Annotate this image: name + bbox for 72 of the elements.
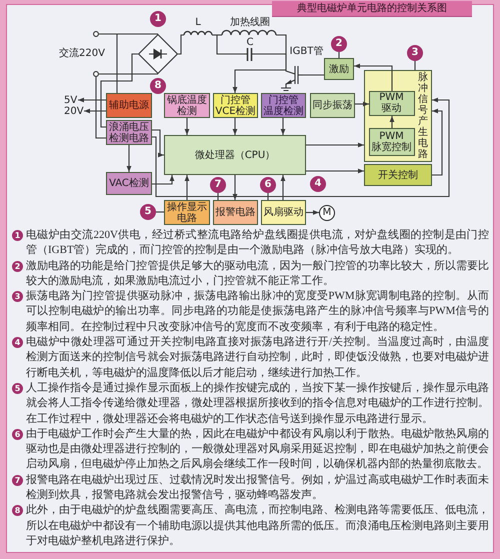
component-label: IGBT管: [289, 46, 324, 57]
arrow: [280, 175, 286, 200]
paragraph: 电磁炉由交流220V供电，经过桥式整流电路给炉盘线圈提供电流，对炉盘线圈的控制是由门控管（IGBT管）完成的，而门控管的控制是由一个激励电路（脉冲信号放大电路）实现的。: [26, 228, 489, 258]
wire: [212, 34, 244, 55]
leader-line: [156, 211, 164, 213]
arrow: [152, 175, 174, 185]
voltage-label: 5V: [64, 95, 78, 106]
arrow: [306, 142, 364, 148]
circuit-group-box: [364, 70, 432, 162]
component-label: L: [194, 17, 202, 28]
circuit-block: 同步振荡: [310, 93, 355, 118]
paragraph: 报警电路在电磁炉出现过压、过载情况时发出报警信号。例如，炉温过高或电磁炉工作时表面未检测到炊具，报警电路就会发出报警信号，驱动蜂鸣器发声。: [26, 472, 489, 504]
circuit-block: 风扇驱动: [261, 200, 306, 225]
wire: [99, 33, 118, 93]
paragraph: 振荡电路为门控管提供驱动脉冲，振荡电路输出脉冲的宽度受PWM脉宽调制电路的控制。从而可以控制电磁炉的输出功率。同步电路的功能是使振荡电路产生的脉冲信号频率与PWM信号的频率相同。在控制过程中只改变脉冲信号的宽度而不改变频率，有利于电路的稳定性。: [26, 289, 489, 335]
circuit-block: 激励: [324, 58, 354, 80]
inductor-symbol: [184, 30, 212, 36]
wire: [255, 53, 287, 60]
circuit-block: 锅底温度检测: [164, 93, 210, 118]
circuit-block: 门控管VCE检测: [213, 93, 258, 118]
wire: [178, 34, 184, 55]
arrow: [184, 175, 190, 200]
circuit-block: 开关控制: [364, 164, 432, 186]
bridge-rectifier-symbol: [138, 34, 178, 74]
arrow: [306, 168, 364, 174]
component-label: 加热线圈: [229, 17, 271, 28]
wire: [303, 74, 324, 76]
paragraph: 人工操作指令是通过操作显示面板上的操作按键完成的，当按下某一操作按键后，操作显示电路就会将人工指令传递给微处理器，微处理器根据所接收到的指令信息对电磁炉的工作进行控制。在工作过程中，微处理器还会将电磁炉的工作状态信号送到操作显示电路进行显示。: [26, 380, 489, 427]
circuit-block: PWM脉宽控制: [368, 128, 414, 156]
circuit-block: 报警电路: [213, 200, 258, 225]
circuit-block: VAC检测: [106, 172, 152, 195]
wire: [95, 77, 106, 139]
arrow: [78, 98, 106, 102]
arrow: [152, 98, 450, 198]
leader-line: [338, 52, 340, 58]
paragraph: 由于电磁炉工作时会产生大量的热，因此在电磁炉中都设有风扇以利于散热。电磁炉散热风扇的驱动也是由微处理器进行控制的，一般微处理器对风扇采用延迟控制，即在电磁炉加热之前便会启动风扇，但电磁炉停止加热之后风扇会继续工作一段时间，以确保机器内部的热量彻底散去。: [26, 426, 489, 472]
arrow: [232, 69, 280, 93]
arrow: [84, 108, 106, 114]
heating-coil-symbol: [222, 29, 276, 36]
arrow: [355, 102, 369, 106]
circuit-block: PWM驱动: [368, 90, 414, 116]
circuit-block: 操作显示电路: [164, 200, 210, 225]
arrow: [306, 210, 319, 215]
arrow: [390, 116, 394, 128]
terminal-symbol: [93, 71, 99, 77]
leader-line: [217, 193, 219, 200]
wire: [100, 53, 138, 128]
arrow: [184, 118, 190, 135]
block-label: 脉冲信号产生电路: [418, 72, 428, 160]
circuit-block: 浪涌电压检测电路: [106, 120, 152, 145]
transistor-symbol: [280, 60, 303, 92]
paragraph: 此外，由于电磁炉的炉盘线圈需要高压、高电流，而控制电路、检测电路等需要低压、低电流，所以在电磁炉中都设有一个辅助电源以提供其他电路所需的低压。而浪涌电压检测电路则主要用于对电磁炉整机电路进行保护。: [26, 503, 489, 549]
circuit-block: 门控管温度检测: [261, 93, 306, 118]
voltage-label: 交流220V: [59, 48, 106, 60]
paragraph: 电磁炉中微处理器可通过开关控制电路直接对振荡电路进行开/关控制。当温度过高时，由温度检测方面送来的控制信号就会对振荡电路进行自动控制，此时，即使饭没做熟，也要对电磁炉进行断电关机，等电磁炉的温度降低以后才能启动，继续进行加热工作。: [26, 335, 489, 381]
component-label: C: [246, 37, 254, 48]
terminal-symbol: [93, 31, 99, 37]
voltage-label: 20V: [64, 106, 84, 117]
arrow: [232, 175, 238, 200]
leader-line: [414, 61, 416, 70]
arrow: [126, 145, 132, 172]
title-banner: 典型电磁炉单元电路的控制关系图: [272, 1, 472, 17]
leader-line: [267, 193, 269, 200]
arrow: [432, 108, 443, 176]
arrow: [152, 129, 164, 158]
arrow: [280, 118, 286, 135]
circuit-block: 辅助电源: [106, 93, 152, 118]
arrow: [354, 64, 393, 91]
paragraph: 激励电路的功能是给门控管提供足够大的驱动电流，因为一般门控管的功率比较大，所以需要比较大的激励电流，如果激励电流过小，门控管就不能正常工作。: [26, 258, 489, 289]
arrow: [232, 118, 238, 135]
circuit-block: 微处理器（CPU）: [164, 135, 306, 175]
capacitor-symbol: [244, 48, 255, 61]
